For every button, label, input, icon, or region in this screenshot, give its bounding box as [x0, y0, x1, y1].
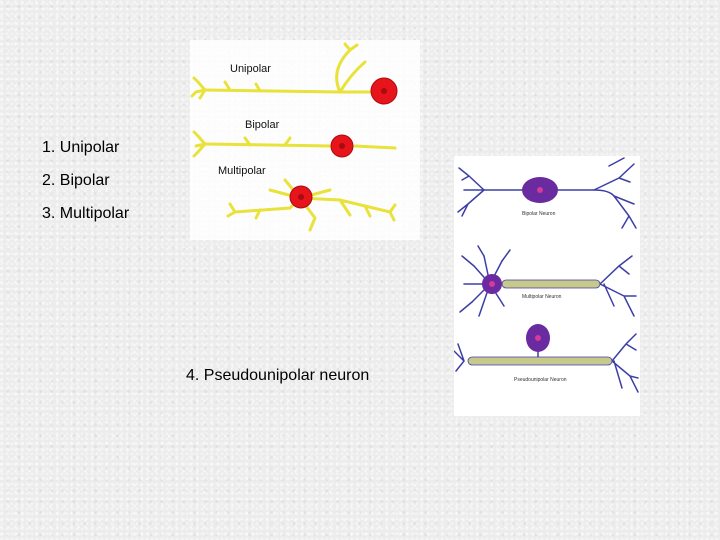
label-multipolar: Multipolar	[218, 165, 266, 177]
myelinated-axon-pseudounipolar	[467, 356, 613, 366]
blue-multipolar-neuron	[459, 245, 637, 317]
label-bipolar: Bipolar	[245, 119, 280, 131]
myelinated-axon-multipolar	[501, 279, 601, 289]
label-bipolar-neuron: Bipolar Neuron	[522, 211, 556, 217]
list-item-bipolar: 2. Bipolar	[42, 172, 110, 189]
blue-bipolar-soma	[522, 177, 558, 203]
label-unipolar: Unipolar	[230, 63, 271, 75]
blue-multipolar-soma	[482, 274, 502, 294]
unipolar-neuron	[190, 42, 377, 100]
neuron-comparison-diagram: Bipolar Neuron Multipolar Neuron Pseudou…	[454, 156, 640, 416]
unipolar-soma	[370, 77, 398, 105]
label-pseudounipolar-neuron: Pseudounipolar Neuron	[514, 377, 567, 383]
neuron-types-diagram: Unipolar Bipolar Multipolar	[190, 40, 420, 240]
caption-pseudounipolar: 4. Pseudounipolar neuron	[186, 367, 370, 384]
list-item-multipolar: 3. Multipolar	[42, 205, 130, 222]
bipolar-soma	[330, 134, 354, 158]
bipolar-neuron	[192, 130, 397, 158]
label-multipolar-neuron: Multipolar Neuron	[522, 294, 562, 300]
multipolar-soma	[289, 185, 313, 209]
blue-pseudounipolar-soma	[526, 324, 550, 352]
list-item-unipolar: 1. Unipolar	[42, 139, 120, 156]
blue-bipolar-neuron	[457, 157, 637, 229]
